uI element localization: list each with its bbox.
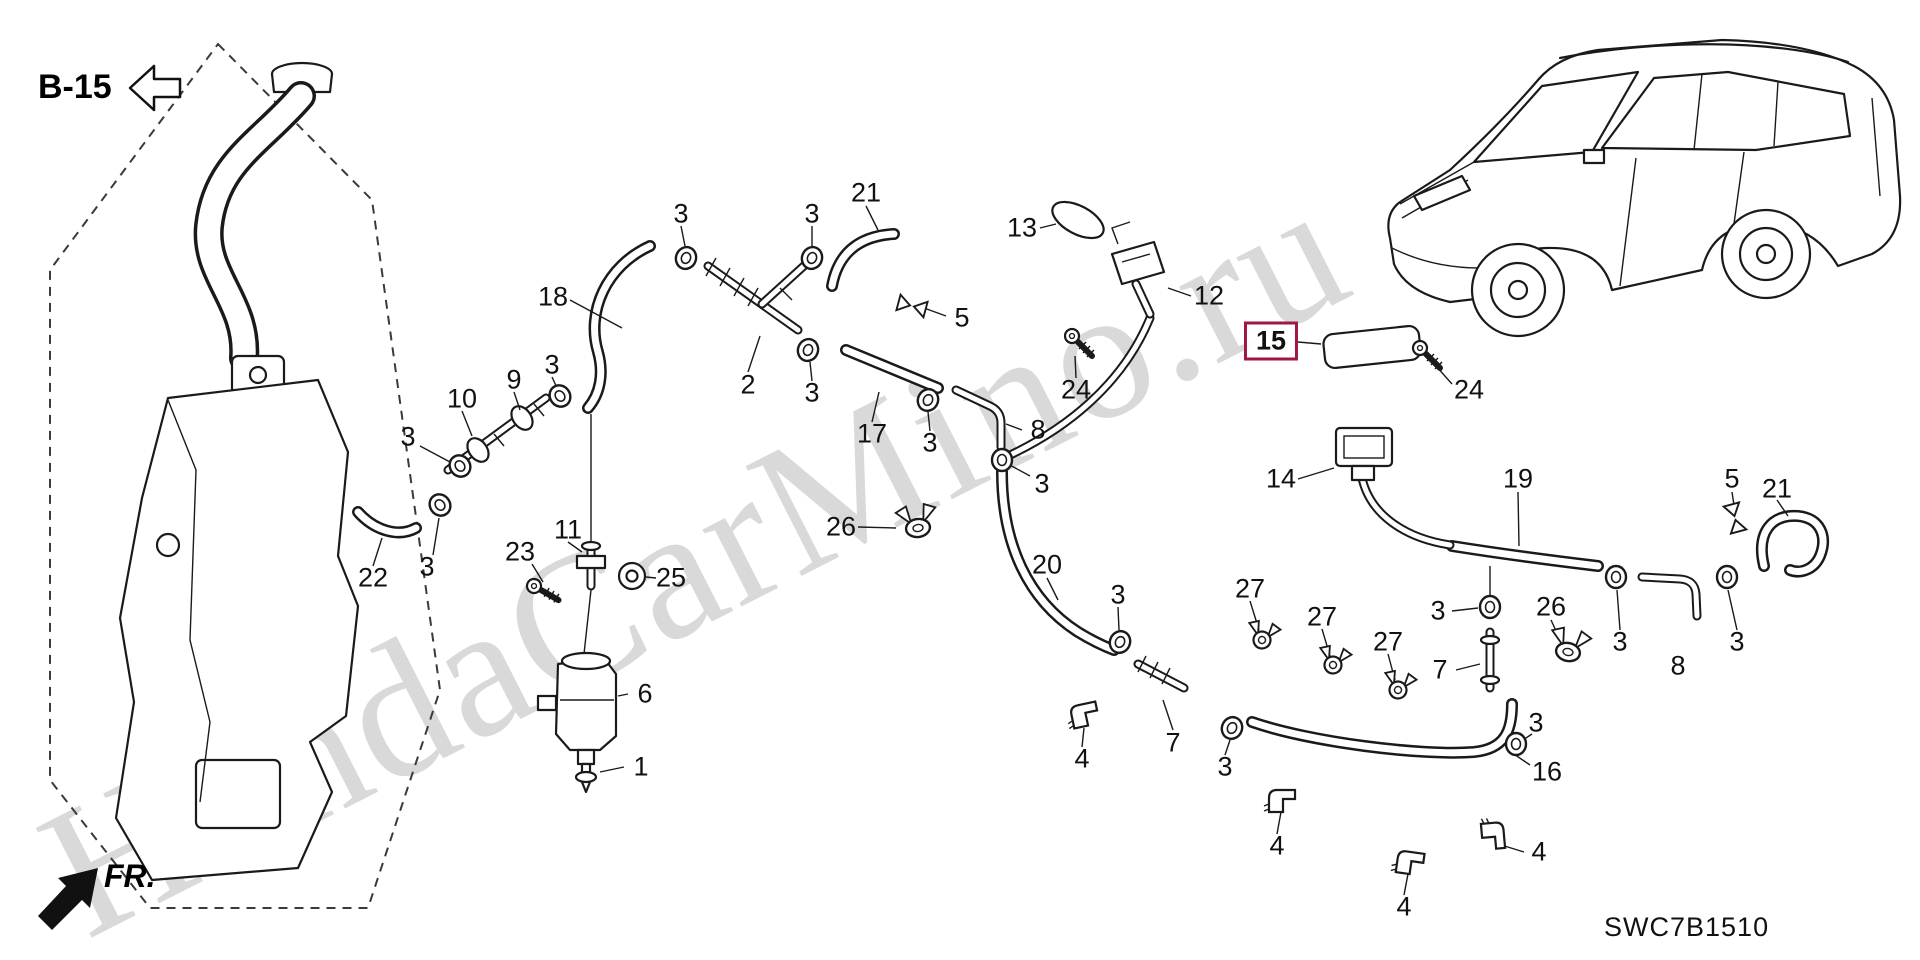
elbow-8-center-drawing [951,385,1006,452]
part-callout-26[interactable]: 26 [825,511,857,542]
joint-2-drawing [703,257,811,335]
part-callout-8[interactable]: 8 [1670,650,1686,681]
washer-reservoir-drawing [114,61,360,882]
part-callout-21[interactable]: 21 [850,177,882,208]
part-callout-20[interactable]: 20 [1031,549,1063,580]
part-callout-5[interactable]: 5 [954,302,970,333]
part-callout-13[interactable]: 13 [1006,212,1038,243]
part-callout-23[interactable]: 23 [504,536,536,567]
elbow-8-right-drawing [1637,572,1702,621]
part-callout-27[interactable]: 27 [1306,601,1338,632]
part-callout-3[interactable]: 3 [1729,626,1745,657]
part-callout-4[interactable]: 4 [1531,836,1547,867]
front-direction-label: FR. [104,858,156,894]
pump-6-drawing [536,414,618,766]
part-callout-9[interactable]: 9 [506,364,522,395]
part-callout-3[interactable]: 3 [804,377,820,408]
part-callout-3[interactable]: 3 [1110,579,1126,610]
part-callout-24[interactable]: 24 [1453,374,1485,405]
part-callout-4[interactable]: 4 [1269,830,1285,861]
part-callout-6[interactable]: 6 [637,678,653,709]
part-callout-3[interactable]: 3 [922,427,938,458]
part-callout-3[interactable]: 3 [1612,626,1628,657]
joint-7-right-drawing [1479,566,1501,693]
part-callout-3[interactable]: 3 [1034,468,1050,499]
part-callout-3[interactable]: 3 [1528,707,1544,738]
part-callout-3[interactable]: 3 [673,198,689,229]
section-ref-label: B-15 [38,68,112,106]
front-direction-arrow-icon [38,868,98,930]
nozzle-12-drawing [1003,221,1166,461]
part-callout-12[interactable]: 12 [1193,280,1225,311]
tube-17-drawing [840,344,944,394]
part-callout-3[interactable]: 3 [804,198,820,229]
part-callout-21[interactable]: 21 [1761,473,1793,504]
part-callout-18[interactable]: 18 [537,281,569,312]
part-callout-19[interactable]: 19 [1502,463,1534,494]
nozzle-14-drawing [1334,426,1455,550]
grommet-1-drawing [574,762,598,794]
diagram-code: SWC7B1510 [1604,912,1770,942]
hose-21-top-drawing [826,228,900,292]
hose-18-drawing [582,240,656,414]
part-callout-22[interactable]: 22 [357,562,389,593]
part-callout-27[interactable]: 27 [1234,573,1266,604]
part-callout-5[interactable]: 5 [1724,463,1740,494]
section-boundary-dashed [49,42,442,909]
seal-13-drawing [1051,200,1105,240]
hose-22-drawing [352,506,422,539]
part-callout-3[interactable]: 3 [1217,751,1233,782]
leader-lines [372,205,1789,896]
section-ref-arrow-icon [128,64,182,112]
part-callout-3[interactable]: 3 [400,421,416,452]
hose-21-right-drawing [1755,509,1829,578]
part-callout-4[interactable]: 4 [1396,891,1412,922]
joint-7-center-drawing [1133,655,1189,693]
part-callout-8[interactable]: 8 [1030,414,1046,445]
part-callout-7[interactable]: 7 [1165,727,1181,758]
hose-16-drawing [1246,698,1518,759]
part-callout-10[interactable]: 10 [446,383,478,414]
part-callout-4[interactable]: 4 [1074,743,1090,774]
part-callout-1[interactable]: 1 [633,751,649,782]
part-callout-7[interactable]: 7 [1432,654,1448,685]
part-callout-16[interactable]: 16 [1531,756,1563,787]
part-callout-17[interactable]: 17 [856,418,888,449]
part-callout-25[interactable]: 25 [655,562,687,593]
part-callout-24[interactable]: 24 [1060,374,1092,405]
hose-20-drawing [996,466,1120,656]
part-callout-14[interactable]: 14 [1265,463,1297,494]
part-callout-2[interactable]: 2 [740,369,756,400]
part-callout-26[interactable]: 26 [1535,591,1567,622]
grommet-25-drawing [617,561,647,591]
part-callout-27[interactable]: 27 [1372,626,1404,657]
part-callout-3[interactable]: 3 [419,551,435,582]
part-callout-3[interactable]: 3 [1430,595,1446,626]
part-callout-15[interactable]: 15 [1243,321,1299,361]
part-callout-3[interactable]: 3 [544,349,560,380]
part-callout-11[interactable]: 11 [553,514,583,545]
vehicle-drawing [1387,38,1902,338]
hose-19-drawing [1446,540,1604,572]
